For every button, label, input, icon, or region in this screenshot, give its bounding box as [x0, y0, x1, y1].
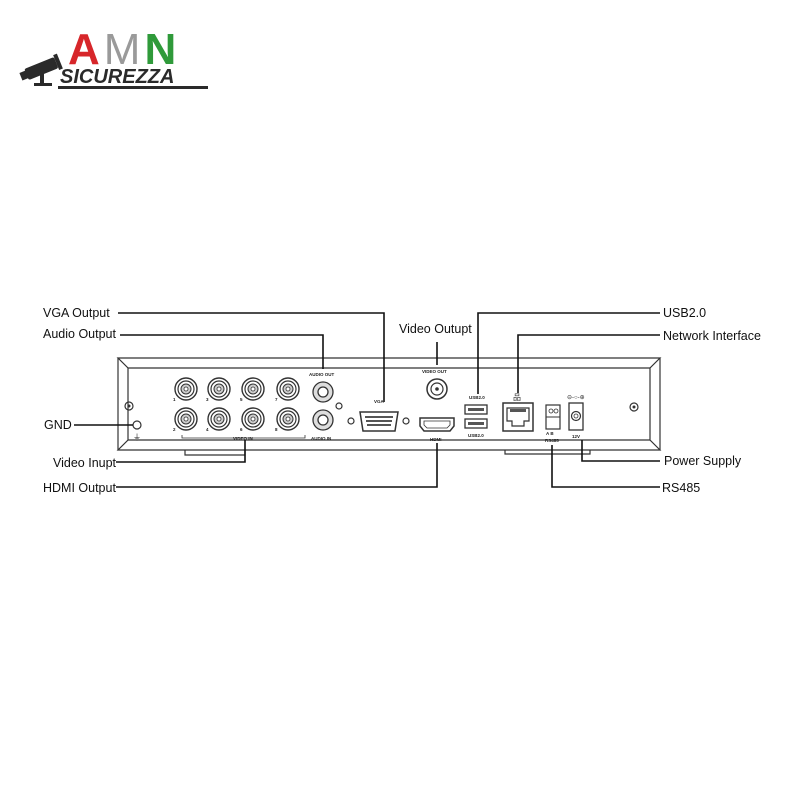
bnc-video-in-7: 7 [275, 377, 300, 402]
audio-screw [335, 402, 343, 410]
panel-label-video-in: VIDEO IN [233, 436, 253, 441]
mount-screw-right [629, 402, 639, 412]
bnc-video-in-4: 4 [206, 407, 231, 432]
panel-label-audio-in: AUDIO IN [311, 436, 331, 441]
usb-port-top [464, 404, 488, 415]
panel-label-usb-bottom: USB2.0 [468, 433, 484, 438]
callout-lines [74, 312, 660, 488]
callout-vga-output: VGA Output [43, 306, 110, 320]
rs485-terminal [545, 404, 561, 430]
cctv-camera-icon [19, 53, 63, 86]
callout-hdmi-output: HDMI Output [43, 481, 116, 495]
leader-vga [118, 312, 385, 402]
bnc-video-in-2: 2 [173, 407, 198, 432]
usb-port-bottom [464, 418, 488, 429]
ground-icon: ⏚ [133, 433, 141, 442]
video-in-bracket [181, 435, 306, 439]
brand-tagline: SICUREZZA [60, 66, 175, 88]
panel-label-power: 12V [572, 434, 580, 439]
brand-underline [58, 86, 208, 89]
leader-rs485 [551, 445, 660, 488]
leader-usb [477, 312, 660, 394]
panel-label-rs485: RS485 [545, 438, 559, 443]
hdmi-port [419, 417, 455, 432]
callout-power-supply: Power Supply [664, 454, 742, 468]
bnc-video-in-8: 8 [275, 407, 300, 432]
panel-label-hdmi: HDMI [430, 437, 442, 442]
bnc-video-in-3: 3 [206, 377, 231, 402]
bnc-video-in-5: 5 [240, 377, 265, 402]
leader-audio [120, 334, 324, 369]
channel-label: 8 [275, 427, 278, 432]
channel-label: 6 [240, 427, 243, 432]
panel-label-video-out: VIDEO OUT [422, 369, 447, 374]
channel-label: 2 [173, 427, 176, 432]
audio-in-jack [312, 409, 334, 431]
network-port [502, 402, 534, 432]
brand-letter-m: M [103, 25, 145, 74]
channel-label: 5 [240, 397, 243, 402]
callout-video-output: Video Outupt [399, 322, 472, 336]
leader-video-in [116, 440, 246, 463]
brand-amn: AMN [68, 28, 180, 72]
channel-label: 7 [275, 397, 278, 402]
brand-letter-n: N [144, 25, 181, 74]
panel-label-usb-top: USB2.0 [469, 395, 485, 400]
callout-rs485: RS485 [662, 481, 701, 495]
channel-label: 3 [206, 397, 209, 402]
channel-label: 4 [206, 427, 209, 432]
callout-audio-output: Audio Output [43, 327, 116, 341]
mount-screw-left [124, 401, 134, 411]
channel-label: 1 [173, 397, 176, 402]
panel-label-rs485-ab: A B [546, 431, 554, 436]
polarity-icon: ⊖-○-⊕ [567, 395, 585, 401]
leader-network [517, 334, 660, 393]
audio-out-jack [312, 381, 334, 403]
video-in-bnc-group: 1 2 3 4 5 6 7 8 [173, 377, 300, 432]
bnc-video-in-1: 1 [173, 377, 198, 402]
leader-hdmi [116, 443, 438, 488]
brand-logo: AMN SICUREZZA [18, 28, 208, 94]
callout-usb: USB2.0 [663, 306, 707, 320]
vga-port [347, 411, 410, 432]
panel-label-vga: VGA [374, 399, 385, 404]
leader-power [581, 440, 660, 462]
callout-network-interface: Network Interface [663, 329, 761, 343]
brand-letter-a: A [68, 25, 104, 74]
video-out-bnc [426, 378, 448, 400]
bnc-video-in-6: 6 [240, 407, 265, 432]
callout-gnd: GND [44, 418, 72, 432]
power-jack [568, 402, 584, 431]
panel-label-audio-out: AUDIO OUT [309, 372, 335, 377]
network-icon: 品 [513, 393, 521, 402]
callout-video-input: Video Inupt [53, 456, 117, 470]
